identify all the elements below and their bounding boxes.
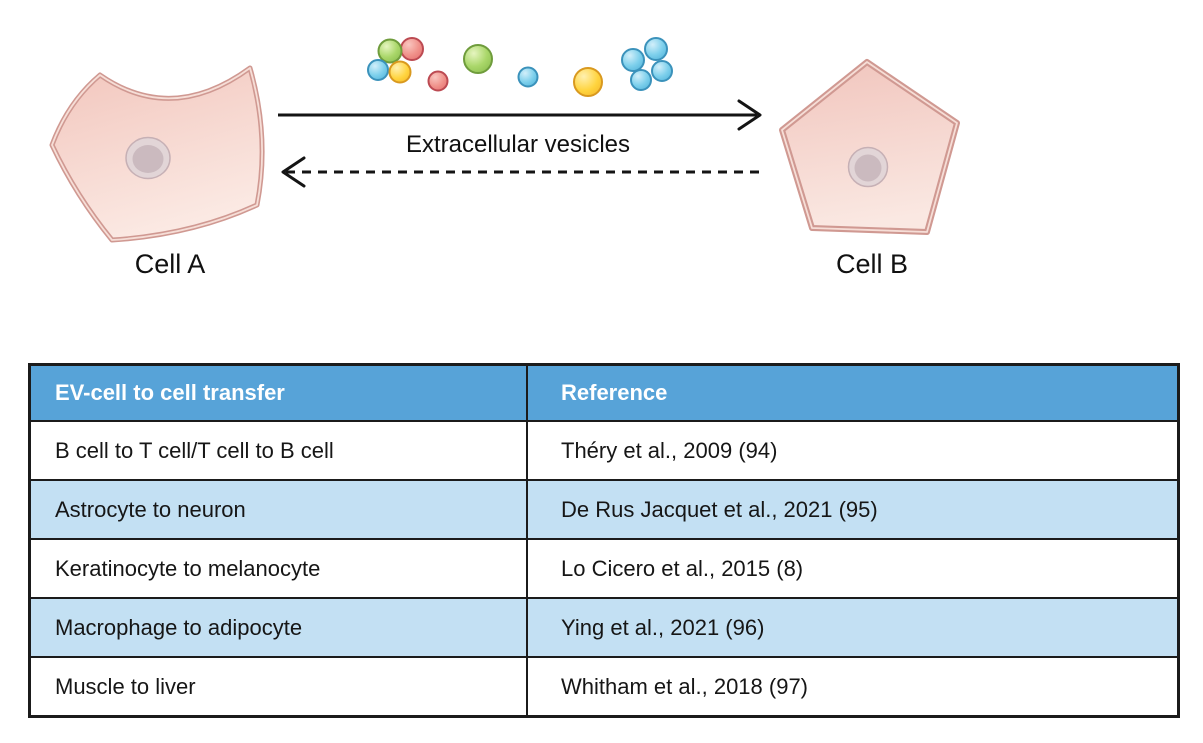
table-row: Muscle to liver Whitham et al., 2018 (97… (28, 656, 1180, 718)
column-header-reference: Reference (526, 363, 1180, 422)
transfer-cell: Macrophage to adipocyte (28, 597, 528, 658)
vesicle-cluster-multicolor (367, 37, 424, 84)
reference-cell: Whitham et al., 2018 (97) (526, 656, 1180, 718)
cell-b-inner-membrane (781, 61, 958, 233)
vesicle-green (463, 44, 493, 74)
vesicle-blue (630, 69, 652, 91)
cell-a: Cell A (49, 65, 265, 279)
table-row: Keratinocyte to melanocyte Lo Cicero et … (28, 538, 1180, 599)
transfer-cell: Astrocyte to neuron (28, 479, 528, 540)
vesicle-blue (644, 37, 668, 61)
transfer-arrows: Extracellular vesicles (278, 99, 762, 188)
cell-a-nucleolus (132, 145, 164, 173)
extracellular-vesicles-label: Extracellular vesicles (406, 131, 630, 158)
cell-b-label: Cell B (836, 249, 908, 279)
vesicle-cluster-blue (621, 37, 673, 91)
cell-b: Cell B (779, 59, 960, 279)
vesicle-blue (367, 59, 389, 81)
vesicle-green (377, 38, 403, 64)
cell-a-inner-membrane (51, 67, 264, 241)
vesicle-blue (517, 66, 539, 88)
vesicle-yellow (388, 60, 412, 84)
vesicles (367, 37, 673, 97)
vesicle-blue (621, 48, 645, 72)
cell-a-label: Cell A (135, 249, 206, 279)
transfer-cell: B cell to T cell/T cell to B cell (28, 420, 528, 481)
reference-table: EV-cell to cell transfer Reference B cel… (28, 363, 1180, 718)
vesicle-yellow (573, 67, 603, 97)
table-header-row: EV-cell to cell transfer Reference (28, 363, 1180, 422)
reverse-arrowhead-icon (281, 156, 306, 188)
column-header-transfer: EV-cell to cell transfer (28, 363, 528, 422)
reference-cell: Ying et al., 2021 (96) (526, 597, 1180, 658)
cell-b-nucleolus (854, 154, 882, 182)
transfer-cell: Keratinocyte to melanocyte (28, 538, 528, 599)
reference-cell: Théry et al., 2009 (94) (526, 420, 1180, 481)
transfer-cell: Muscle to liver (28, 656, 528, 718)
vesicle-red (427, 70, 449, 92)
vesicle-red (400, 37, 424, 61)
table-row: Astrocyte to neuron De Rus Jacquet et al… (28, 479, 1180, 540)
forward-arrowhead-icon (737, 99, 762, 131)
ev-transfer-diagram: Cell A Cell B (49, 37, 960, 279)
table-row: Macrophage to adipocyte Ying et al., 202… (28, 597, 1180, 658)
vesicle-blue (651, 60, 673, 82)
reference-cell: Lo Cicero et al., 2015 (8) (526, 538, 1180, 599)
table-row: B cell to T cell/T cell to B cell Théry … (28, 420, 1180, 481)
reference-cell: De Rus Jacquet et al., 2021 (95) (526, 479, 1180, 540)
